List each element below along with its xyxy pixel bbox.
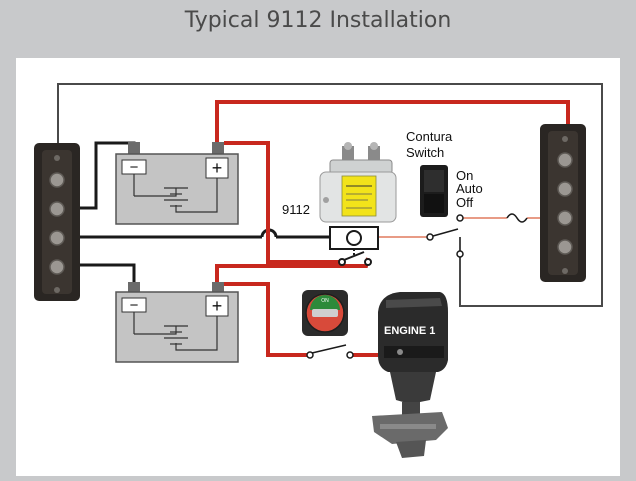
switch-label-line1: Contura [406,129,453,144]
battery-positive-label: + [212,296,223,316]
battery-negative-label: − [130,159,139,176]
solenoid-icon [319,142,397,223]
coil-symbol [329,226,379,250]
battery-switch-icon: ON [302,290,348,336]
busbar-icon [540,124,586,282]
rocker-switch-icon [420,165,448,217]
battery-icon: − + [115,282,239,363]
page-title: Typical 9112 Installation [184,8,452,33]
battery-negative-label: − [130,297,139,314]
fuse-icon [506,213,528,223]
switch-contacts [426,214,464,258]
switch-on-label: On [456,168,473,183]
battery-positive-label: + [212,158,223,178]
relay-contact-symbol [338,249,372,266]
busbar-icon [34,143,80,301]
wiring-diagram: − + − + [34,83,603,458]
diagram-panel: − + − + [16,58,620,476]
solenoid-label: 9112 [282,202,310,217]
switch-auto-label: Auto [456,181,483,196]
battery-icon: − + [115,142,239,225]
outboard-engine-icon [372,292,448,458]
switch-label-line2: Switch [406,145,444,160]
battery-switch-label: ON [321,298,329,304]
pos-wire-battery1-solenoid [224,141,342,264]
top-loop-wire [57,83,603,307]
control-wire [378,217,562,238]
engine-label: ENGINE 1 [384,325,435,337]
switch-off-label: Off [456,195,473,210]
battery-switch-contact [306,344,354,359]
pos-wire-battery2-engine [224,282,308,357]
neg-wire-battery2 [64,263,136,284]
